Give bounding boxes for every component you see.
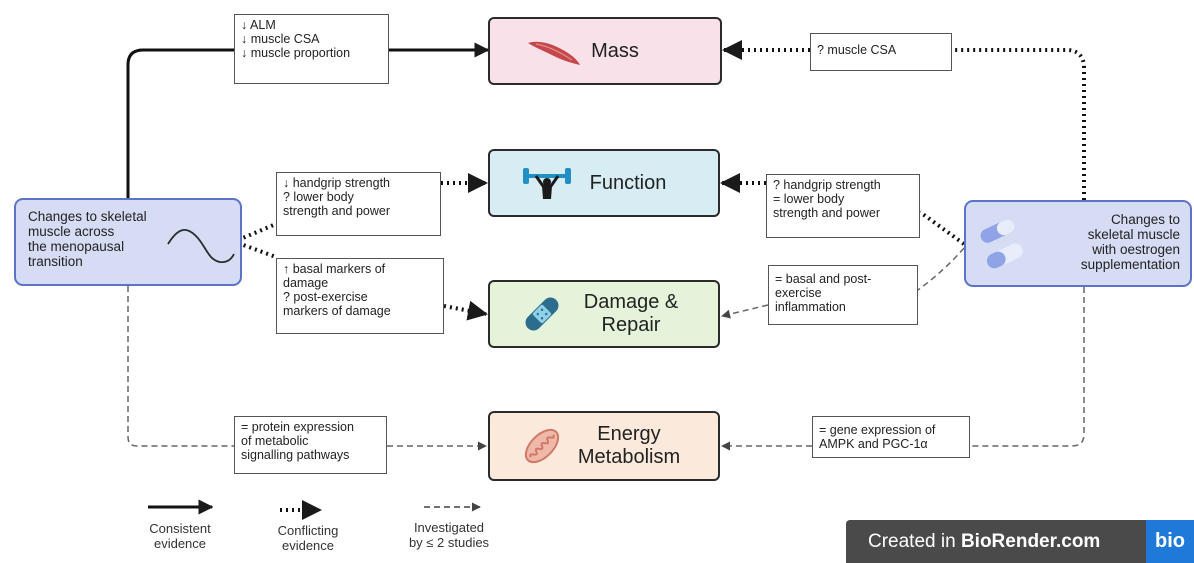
legend-investigated-label: Investigated by ≤ 2 studies bbox=[408, 520, 490, 550]
muscle-icon bbox=[528, 41, 580, 65]
left-damage-evidence-note: ↑ basal markers of damage ? post-exercis… bbox=[276, 258, 444, 334]
dumbbell-icon bbox=[523, 168, 571, 199]
legend-conflicting-label: Conflicting evidence bbox=[277, 523, 339, 553]
conflicting-connector-function-right bbox=[918, 210, 966, 246]
consistent-connector-mass bbox=[126, 42, 490, 198]
bandage-icon bbox=[525, 297, 559, 331]
damage-repair-label: Damage & Repair bbox=[583, 291, 679, 336]
capsule-pills-icon bbox=[980, 219, 1023, 269]
conflicting-arrow-damage-left bbox=[443, 300, 488, 321]
conflicting-connector-mass-right bbox=[952, 48, 1086, 200]
sine-wave-icon bbox=[167, 229, 235, 264]
damage-repair-outcome-box: Damage & Repair bbox=[488, 280, 720, 348]
right-function-evidence-note: ? handgrip strength = lower body strengt… bbox=[766, 174, 920, 238]
menopause-source-text: Changes to skeletal muscle across the me… bbox=[28, 209, 147, 269]
right-energy-evidence-note: = gene expression of AMPK and PGC-1α bbox=[812, 416, 970, 458]
energy-metabolism-label: Energy Metabolism bbox=[577, 423, 681, 468]
left-function-evidence-note: ↓ handgrip strength ? lower body strengt… bbox=[276, 172, 441, 236]
investigated-connector-energy-left bbox=[127, 286, 234, 447]
investigated-arrow-damage-right bbox=[721, 304, 769, 319]
banner-text: Created in BioRender.com bbox=[868, 531, 1100, 553]
menopause-source-box: Changes to skeletal muscle across the me… bbox=[14, 198, 242, 286]
energy-metabolism-outcome-box: Energy Metabolism bbox=[488, 411, 720, 481]
biorender-banner: Created in BioRender.com bio bbox=[846, 520, 1194, 563]
mass-outcome-box: Mass bbox=[488, 17, 722, 85]
mitochondria-icon bbox=[524, 428, 560, 464]
left-energy-evidence-note: = protein expression of metabolic signal… bbox=[234, 416, 387, 474]
legend-consistent-label: Consistent evidence bbox=[149, 521, 211, 551]
investigated-connector-energy-right bbox=[970, 287, 1085, 447]
banner-prefix: Created in bbox=[868, 531, 961, 552]
function-outcome-box: Function bbox=[488, 149, 720, 217]
right-mass-evidence-note: ? muscle CSA bbox=[810, 33, 952, 71]
mass-label: Mass bbox=[591, 39, 639, 62]
investigated-connector-damage-right bbox=[917, 247, 965, 291]
oestrogen-source-text: Changes to skeletal muscle with oestroge… bbox=[1080, 212, 1180, 272]
function-label: Function bbox=[589, 171, 667, 194]
oestrogen-source-box: Changes to skeletal muscle with oestroge… bbox=[964, 200, 1192, 287]
conflicting-connector-damage bbox=[237, 241, 277, 259]
banner-brand: BioRender.com bbox=[960, 531, 1101, 552]
conflicting-connector-function bbox=[237, 222, 277, 242]
right-damage-evidence-note: = basal and post- exercise inflammation bbox=[768, 265, 918, 325]
biorender-logo: bio bbox=[1146, 520, 1194, 563]
left-mass-evidence-note: ↓ ALM ↓ muscle CSA ↓ muscle proportion bbox=[234, 14, 389, 84]
